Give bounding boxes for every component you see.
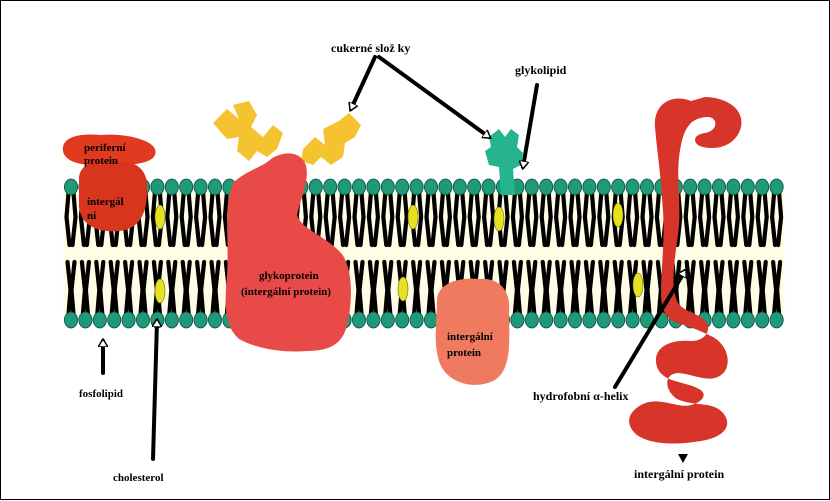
phospholipid-head — [770, 312, 783, 328]
phospholipid-head — [194, 179, 207, 195]
label-hydrophobic-helix: hydrofobní α-helix — [533, 389, 629, 403]
label-peripheral-protein-2: protein — [84, 155, 118, 167]
phospholipid-head — [136, 312, 149, 328]
phospholipid-head — [396, 312, 409, 328]
phospholipid-head — [684, 179, 697, 195]
phospholipid-head — [727, 312, 740, 328]
phospholipid-head — [367, 312, 380, 328]
phospholipid-head — [381, 179, 394, 195]
phospholipid-head — [612, 312, 625, 328]
phospholipid-head — [626, 312, 639, 328]
phospholipid-head — [583, 179, 596, 195]
phospholipid-head — [338, 179, 351, 195]
arrow-cholesterol — [153, 321, 157, 459]
phospholipid-head — [79, 312, 92, 328]
phospholipid-head — [453, 179, 466, 195]
phospholipid-head — [410, 312, 423, 328]
phospholipid-head — [381, 312, 394, 328]
phospholipid-head — [640, 179, 653, 195]
label-glycoprotein-1: glykoprotein — [259, 270, 319, 282]
phospholipid-head — [540, 312, 553, 328]
phospholipid-head — [554, 312, 567, 328]
phospholipid-head — [712, 179, 725, 195]
phospholipid-head — [597, 312, 610, 328]
phospholipid-head — [568, 179, 581, 195]
phospholipid-head — [410, 179, 423, 195]
phospholipid-head — [352, 179, 365, 195]
cholesterol-molecule — [155, 205, 165, 229]
phospholipid-head — [424, 312, 437, 328]
label-phospholipid: fosfolipid — [79, 388, 123, 400]
phospholipid-head — [439, 179, 452, 195]
cholesterol-molecule — [155, 279, 165, 303]
phospholipid-head — [208, 312, 221, 328]
sugar-chain-left — [213, 101, 283, 161]
phospholipid-head — [64, 312, 77, 328]
phospholipid-head — [352, 312, 365, 328]
phospholipid-head — [468, 179, 481, 195]
label-sugar-chains: cukerné slož ky — [331, 41, 410, 55]
arrow-sugar-right — [379, 57, 489, 137]
phospholipid-head — [712, 312, 725, 328]
label-integral-lower-2: protein — [447, 347, 481, 359]
phospholipid-head — [180, 179, 193, 195]
phospholipid-head — [554, 179, 567, 195]
phospholipid-head — [165, 179, 178, 195]
cholesterol-molecule — [408, 205, 418, 229]
phospholipid-head — [756, 179, 769, 195]
arrow-integral-protein — [678, 454, 688, 463]
label-integral-small-2: ní — [87, 210, 97, 222]
phospholipid-head — [64, 179, 77, 195]
label-cholesterol: cholesterol — [113, 472, 164, 484]
phospholipid-head — [727, 179, 740, 195]
label-integral-small-1: intergál — [87, 196, 124, 208]
phospholipid-head — [698, 179, 711, 195]
phospholipid-head — [525, 179, 538, 195]
phospholipid-head — [396, 179, 409, 195]
phospholipid-head — [612, 179, 625, 195]
sugar-chain-right — [301, 113, 361, 165]
phospholipid-head — [108, 312, 121, 328]
phospholipid-head — [165, 312, 178, 328]
phospholipid-head — [741, 312, 754, 328]
label-integral-lower-1: intergální — [447, 331, 494, 343]
phospholipid-head — [770, 179, 783, 195]
phospholipid-head — [583, 312, 596, 328]
label-glycolipid: glykolipid — [515, 63, 567, 77]
phospholipid-head — [626, 179, 639, 195]
arrow-sugar-left — [351, 57, 375, 109]
phospholipid-head — [194, 312, 207, 328]
phospholipid-head — [525, 312, 538, 328]
phospholipid-head — [568, 312, 581, 328]
cholesterol-molecule — [613, 203, 623, 227]
phospholipid-head — [309, 179, 322, 195]
cholesterol-molecule — [633, 273, 643, 297]
phospholipid-head — [597, 179, 610, 195]
phospholipid-head — [540, 179, 553, 195]
cholesterol-molecule — [494, 207, 504, 231]
phospholipid-head — [324, 179, 337, 195]
phospholipid-head — [756, 312, 769, 328]
phospholipid-head — [741, 179, 754, 195]
label-integral-protein: intergální protein — [634, 467, 724, 481]
label-peripheral-protein-1: periferní — [84, 142, 126, 154]
label-glycoprotein-2: (intergální protein) — [241, 286, 331, 298]
arrow-glycolipid — [523, 85, 537, 167]
phospholipid-head — [511, 312, 524, 328]
cholesterol-molecule — [398, 277, 408, 301]
phospholipid-head — [122, 312, 135, 328]
phospholipid-head — [180, 312, 193, 328]
phospholipid-head — [424, 179, 437, 195]
phospholipid-head — [93, 312, 106, 328]
phospholipid-head — [151, 179, 164, 195]
phospholipid-head — [367, 179, 380, 195]
phospholipid-head — [482, 179, 495, 195]
phospholipid-head — [208, 179, 221, 195]
